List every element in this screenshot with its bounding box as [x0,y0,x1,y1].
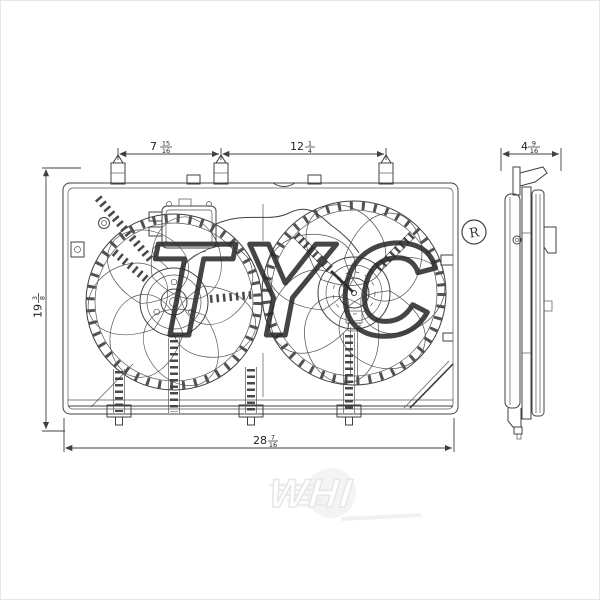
screw-boss [98,217,110,229]
dim-width-num: 7 [271,434,275,442]
control-module [148,198,360,254]
dim-top-left-num: 15 [162,140,170,148]
fan-right-blades [267,204,446,384]
fan-left-rib-strut [110,247,149,283]
left-edge-clip [70,241,85,258]
side-hook [543,300,553,312]
fan-left-rib-strut [209,291,253,303]
supplier-tagline-mark [340,513,422,521]
dim-height-whole: 19 [32,304,45,318]
leg [336,333,362,426]
registered-symbol: R [461,219,487,245]
hub-pointer-line [330,270,354,293]
fan-left-motor-hub [139,240,209,337]
front-view [62,154,459,426]
motor-wire [152,240,170,270]
side-top-bracket [519,166,548,187]
dimension-overall-width: 28 7 16 [63,418,455,452]
motor-wire [180,250,207,270]
brand-watermark: TYC [146,216,446,363]
top-clip [307,174,322,185]
wiring-harness [215,208,360,254]
dim-height-den: 8 [38,296,46,300]
dim-width-whole: 28 [253,434,267,447]
top-clip [186,174,201,185]
dim-top-right-num: 1 [308,140,312,148]
supplier-watermark: WHI [266,468,422,521]
speed-lines [269,483,325,507]
dim-top-right-den: 4 [308,147,312,155]
dimension-overall-height: 19 3 8 [31,167,81,432]
dim-top-left-whole: 7 [150,140,157,153]
right-edge-step-lower [442,332,453,342]
side-bottom-tab [507,408,522,428]
dim-side-den: 16 [530,147,538,155]
side-view [504,166,557,440]
leg [238,367,264,426]
side-right-bracket [543,226,557,254]
side-top-pin [512,166,521,196]
fan-left-ring-ribs [86,214,262,390]
supplier-watermark-text: WHI [267,472,355,516]
fan-right-spokes [292,231,416,377]
dimension-top-left: 7 15 16 [117,140,222,160]
dim-top-right-whole: 12 [290,140,304,153]
dimension-top-right: 12 1 4 [222,140,387,160]
dim-side-whole: 4 [521,140,528,153]
fan-right-motor-hub [317,256,391,332]
dim-top-left-den: 16 [162,147,170,155]
mounting-pins [110,154,394,185]
fan-right-ring-ribs [262,201,446,385]
right-edge-step-upper [440,254,453,266]
module-connector [148,211,163,222]
leg [168,338,180,413]
dim-side-num: 9 [532,140,536,148]
registered-symbol-letter: R [468,225,481,241]
mounting-legs [106,333,362,426]
fan-left [85,213,263,391]
dim-width-den: 16 [269,441,277,449]
dimension-side-width: 4 9 16 [500,140,562,171]
module-connector [148,226,163,237]
leg [106,369,132,426]
fan-left-blades [87,216,256,386]
bottom-right-brace [403,360,454,409]
dim-height-num: 3 [31,296,39,300]
fan-right [261,200,447,386]
